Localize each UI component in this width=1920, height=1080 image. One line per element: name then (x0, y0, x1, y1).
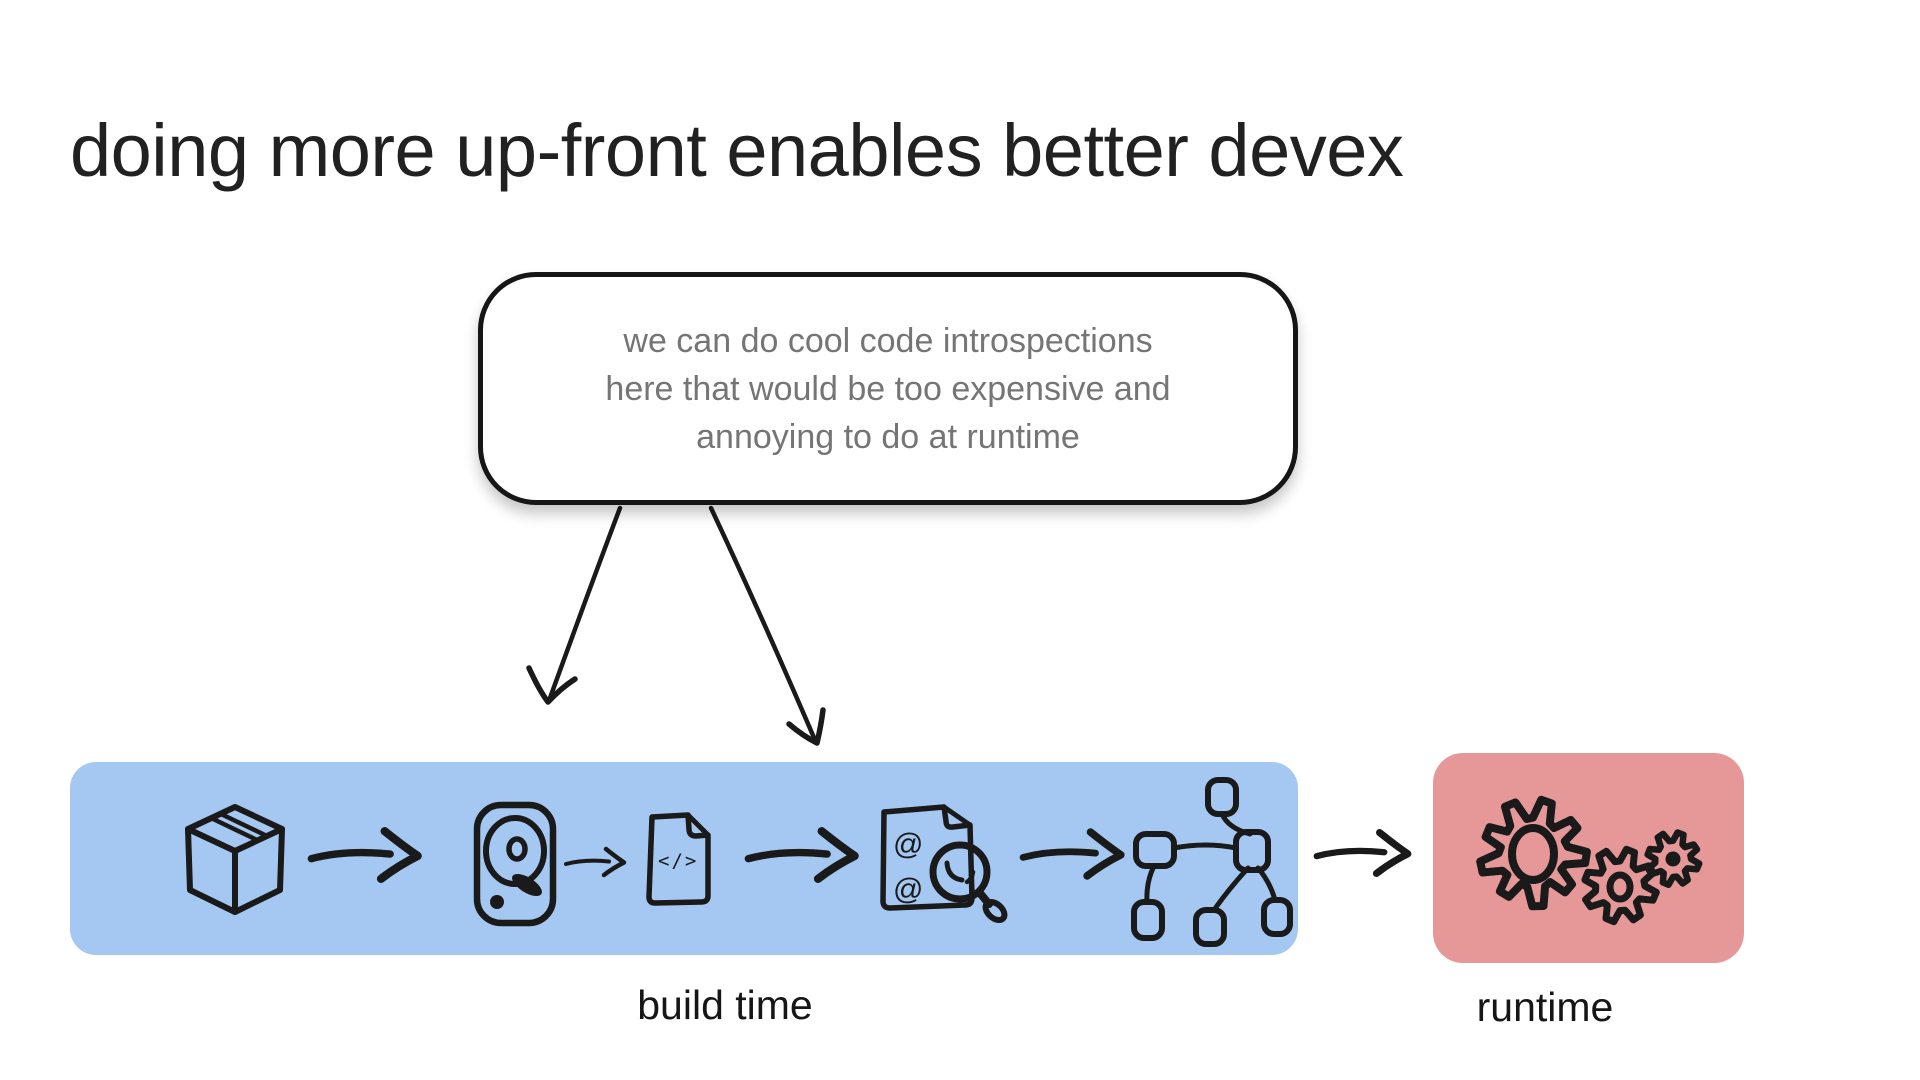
gears-icon (1476, 795, 1703, 926)
runtime-box (1433, 753, 1744, 963)
graph-node (1193, 907, 1227, 947)
build-time-box: </> @ @ (70, 762, 1298, 955)
code-glyph: </> (658, 850, 698, 872)
runtime-label: runtime (1476, 984, 1614, 1030)
graph-node (1133, 831, 1177, 869)
callout-text-line: annoying to do at runtime (696, 417, 1080, 456)
graph-node (1131, 899, 1165, 941)
callout-text-line: here that would be too expensive and (605, 369, 1171, 408)
hard-disk-icon (473, 801, 557, 927)
dependency-graph-icon (1131, 777, 1293, 947)
annotations-search-icon: @ @ (880, 804, 1008, 924)
right-arrow-line (708, 505, 818, 743)
arrow-right-icon (300, 822, 440, 888)
slide-title: doing more up-front enables better devex (70, 109, 1404, 192)
right-arrowhead-icon (786, 707, 826, 746)
at-symbol: @ (893, 828, 923, 861)
arrow-right-icon (1312, 822, 1422, 884)
code-file-icon: </> (646, 812, 711, 906)
magnifier-lens (929, 841, 991, 903)
callout-bubble: we can do cool code introspections here … (478, 272, 1298, 505)
callout-text-line: we can do cool code introspections (623, 321, 1153, 360)
package-icon (185, 804, 285, 915)
graph-node (1233, 829, 1271, 873)
left-arrowhead-icon (526, 665, 578, 705)
arrow-right-icon (736, 822, 878, 888)
arrow-right-small-icon (563, 840, 633, 884)
graph-node (1261, 897, 1293, 937)
build-time-label: build time (637, 982, 813, 1028)
graph-node (1205, 777, 1239, 817)
at-symbol: @ (893, 873, 923, 906)
left-arrow-line (547, 505, 623, 701)
arrow-right-icon (1018, 822, 1136, 886)
